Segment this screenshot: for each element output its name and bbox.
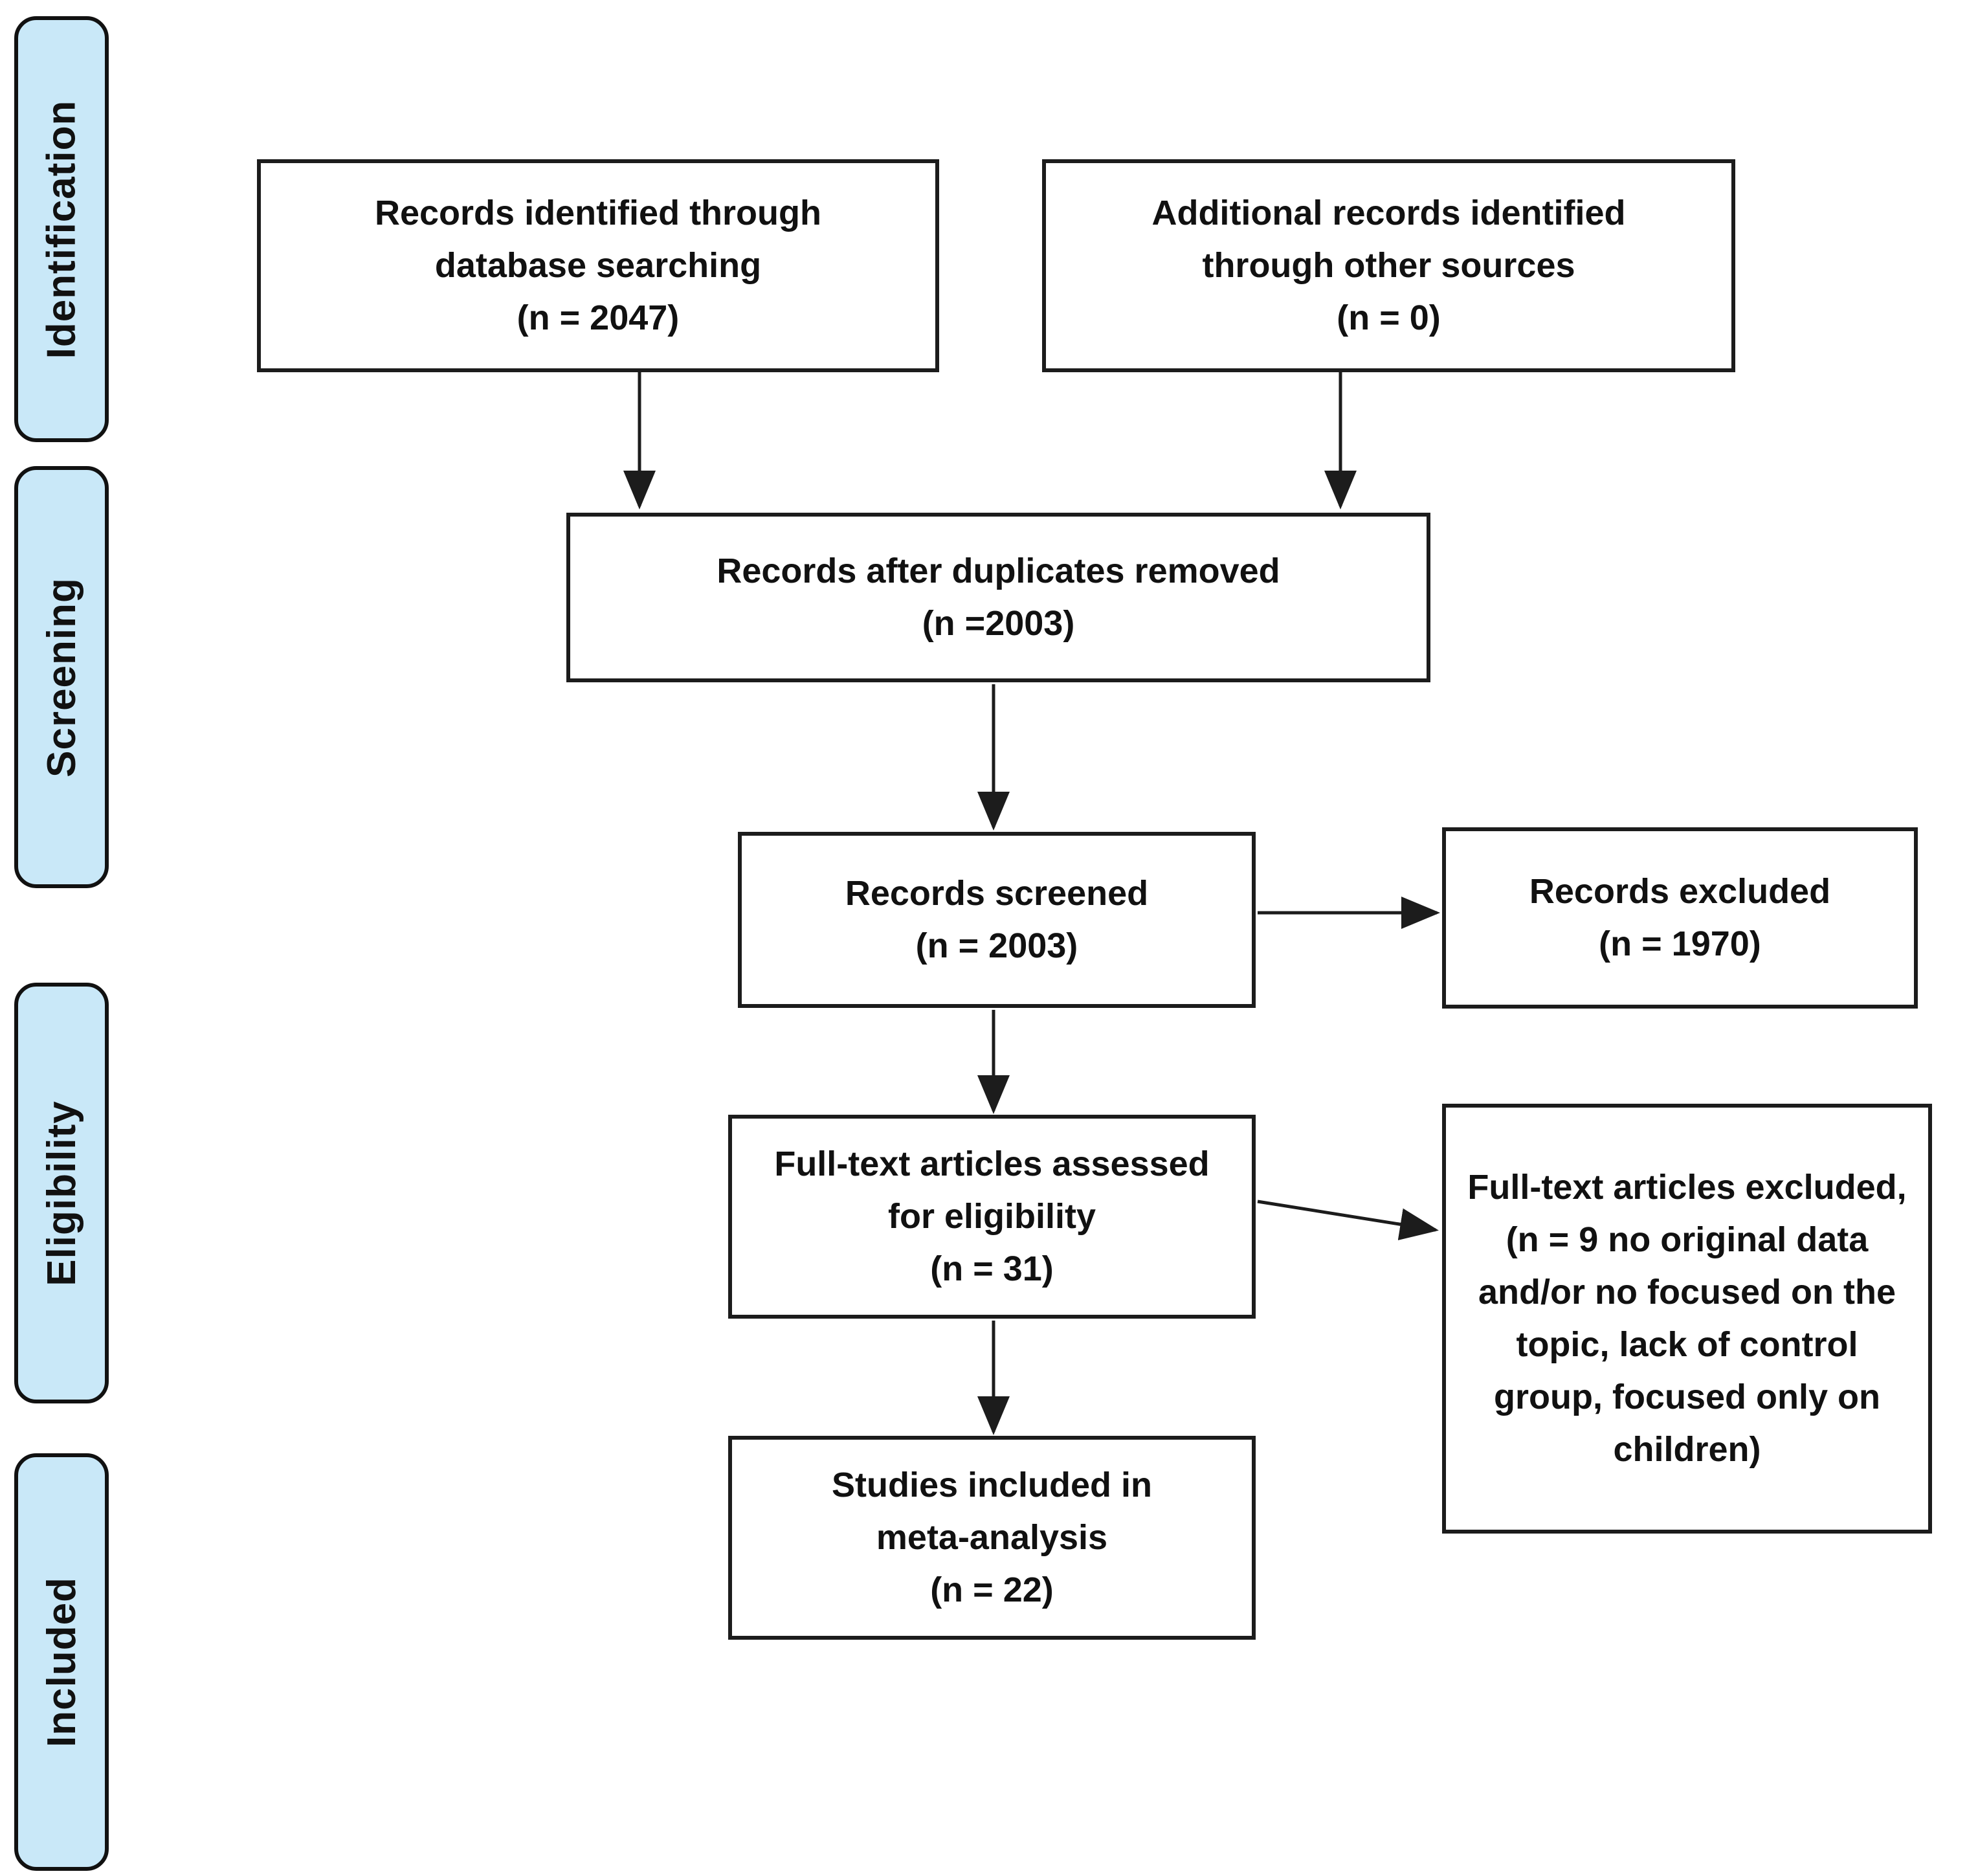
- stage-eligibility: Eligibility: [14, 983, 109, 1403]
- box-records-identified-label: Records identified through database sear…: [374, 194, 821, 337]
- box-records-screened: Records screened (n = 2003): [738, 832, 1256, 1008]
- box-after-duplicates: Records after duplicates removed (n =200…: [566, 513, 1430, 682]
- box-records-excluded: Records excluded (n = 1970): [1442, 827, 1918, 1009]
- box-records-identified: Records identified through database sear…: [257, 159, 939, 372]
- stage-identification-label: Identification: [39, 100, 84, 359]
- box-additional-records: Additional records identified through ot…: [1042, 159, 1735, 372]
- box-fulltext-assessed-label: Full-text articles assessed for eligibil…: [774, 1145, 1210, 1288]
- stage-eligibility-label: Eligibility: [39, 1100, 84, 1286]
- box-fulltext-excluded: Full-text articles excluded, (n = 9 no o…: [1442, 1104, 1932, 1534]
- stage-included: Included: [14, 1453, 109, 1871]
- stage-screening: Screening: [14, 466, 109, 888]
- box-records-screened-label: Records screened (n = 2003): [845, 874, 1149, 965]
- box-studies-included: Studies included in meta-analysis (n = 2…: [728, 1436, 1256, 1640]
- box-after-duplicates-label: Records after duplicates removed (n =200…: [717, 552, 1280, 643]
- stage-identification: Identification: [14, 16, 109, 442]
- stage-included-label: Included: [39, 1577, 84, 1747]
- box-fulltext-assessed: Full-text articles assessed for eligibil…: [728, 1115, 1256, 1319]
- box-additional-records-label: Additional records identified through ot…: [1151, 194, 1626, 337]
- box-fulltext-excluded-label: Full-text articles excluded, (n = 9 no o…: [1467, 1168, 1907, 1469]
- box-records-excluded-label: Records excluded (n = 1970): [1529, 872, 1831, 963]
- arrow-fulltext-to-fulltext-excluded: [1257, 1200, 1439, 1240]
- stage-screening-label: Screening: [39, 577, 84, 777]
- box-studies-included-label: Studies included in meta-analysis (n = 2…: [831, 1466, 1153, 1609]
